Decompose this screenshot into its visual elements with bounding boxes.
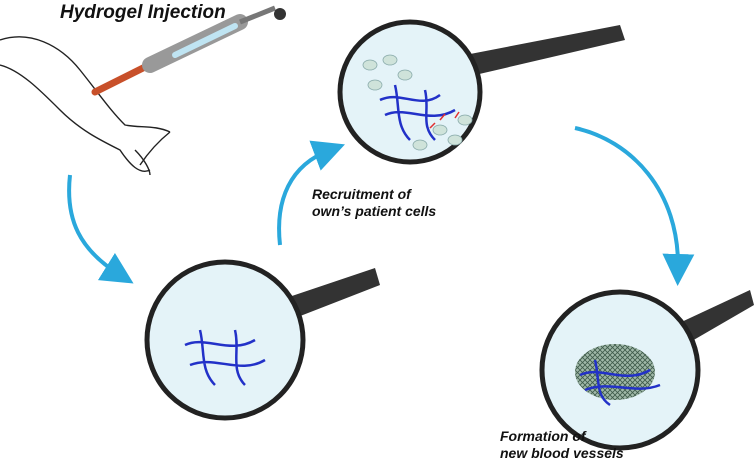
arm-drawing: [0, 36, 171, 176]
vessel-network: [379, 84, 456, 141]
patient-cells: [362, 54, 473, 151]
step-title-injection: Hydrogel Injection: [60, 2, 226, 23]
caption-line: new blood vessels: [500, 444, 624, 461]
arrow-step-1: [67, 174, 134, 284]
caption-line: Formation of: [500, 428, 586, 444]
magnifier-hydrogel: [144, 259, 380, 421]
magnifier-vessels: [539, 289, 754, 451]
magnifier-recruitment: [337, 19, 625, 165]
syringe-icon: [91, 5, 286, 96]
vessel-network: [184, 329, 266, 386]
step-caption-recruitment: Recruitment of own’s patient cells: [312, 186, 436, 220]
step-caption-formation: Formation of new blood vessels: [500, 428, 624, 462]
arrow-step-3: [574, 126, 695, 286]
caption-line: Recruitment of: [312, 186, 411, 202]
arrow-step-2: [277, 140, 345, 246]
caption-line: own’s patient cells: [312, 202, 437, 219]
vessel-network: [579, 359, 661, 407]
